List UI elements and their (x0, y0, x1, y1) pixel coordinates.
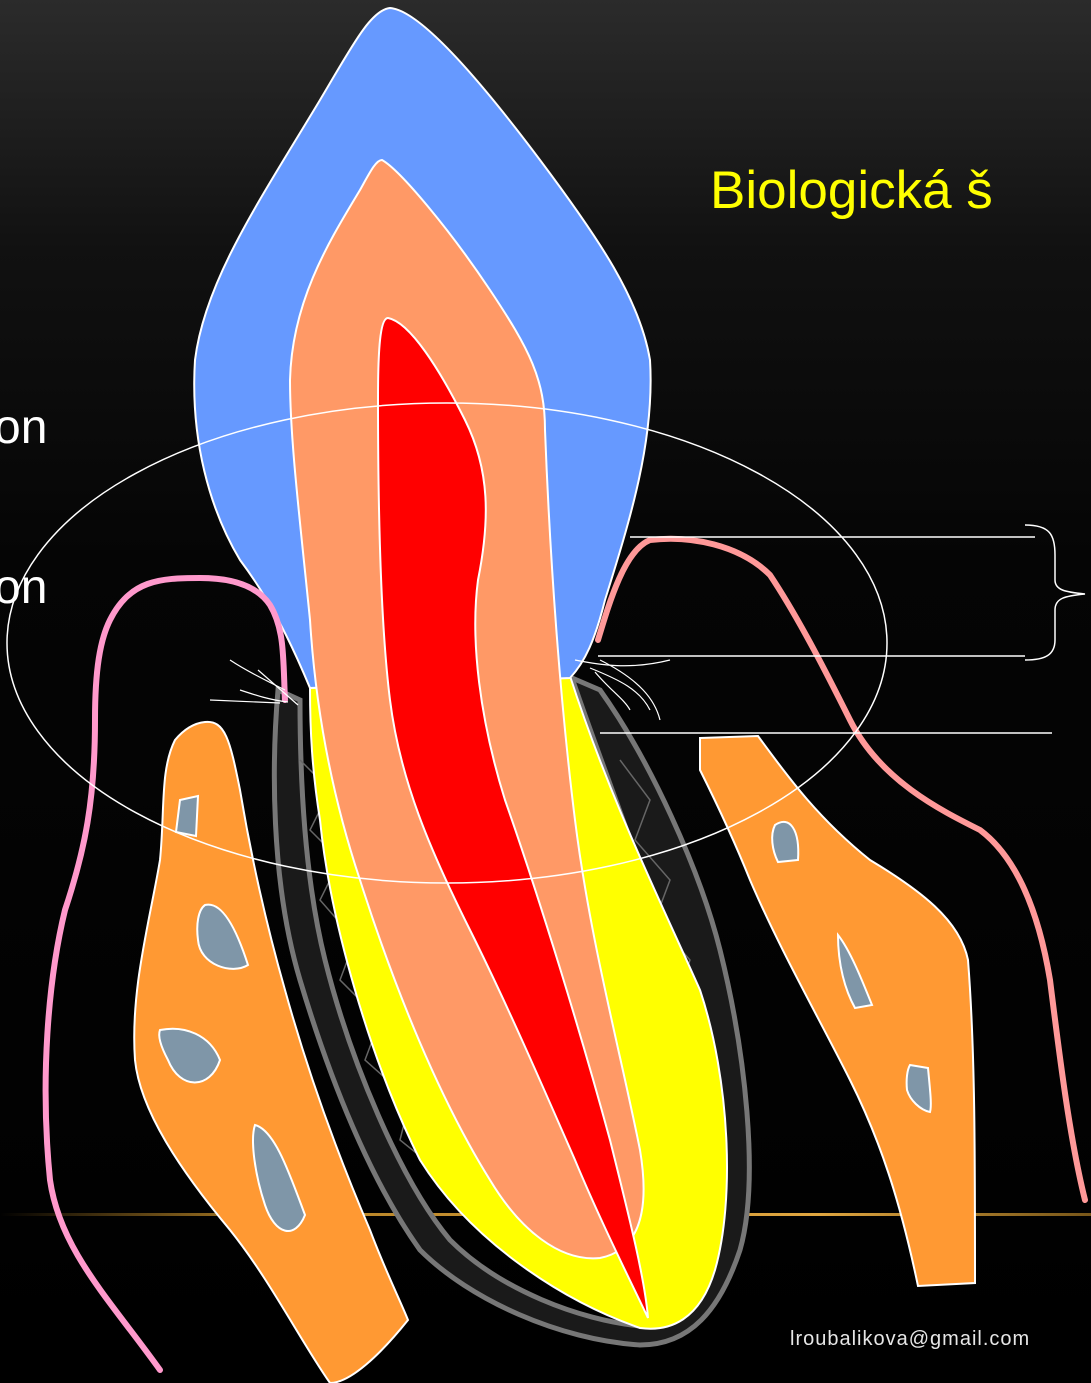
slide-title: Biologická š (710, 160, 993, 221)
curly-brace-icon (1025, 525, 1085, 660)
side-text-fragment-2: on (0, 560, 47, 615)
measurement-lines (598, 537, 1052, 733)
side-text-fragment-1: on (0, 400, 47, 455)
footer-email: lroubalikova@gmail.com (790, 1328, 1030, 1351)
